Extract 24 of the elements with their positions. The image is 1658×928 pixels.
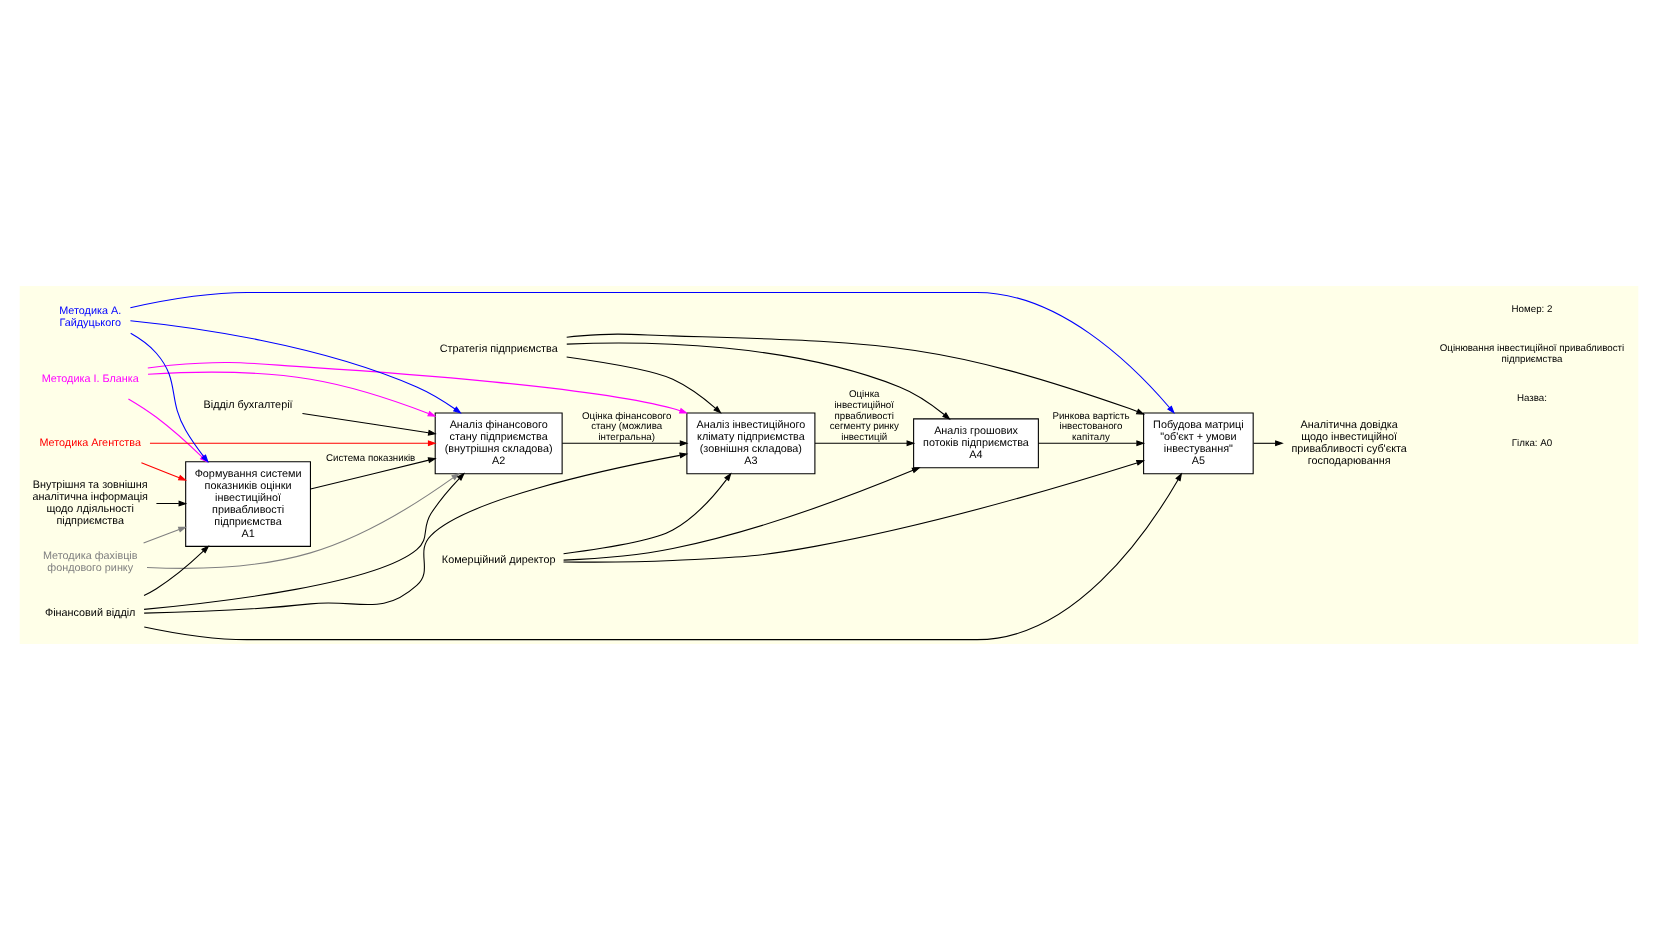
arrow <box>147 360 689 413</box>
arrow <box>149 439 437 446</box>
arrow <box>129 290 1175 414</box>
arrow <box>146 471 460 568</box>
arrow <box>155 499 188 506</box>
arrow <box>143 471 1183 640</box>
arrow <box>1253 439 1284 446</box>
arrow <box>1037 439 1146 446</box>
arrow <box>566 341 951 419</box>
arrow <box>147 370 437 416</box>
arrow <box>140 461 188 480</box>
arrow <box>566 355 722 413</box>
arrow <box>310 456 437 489</box>
arrow <box>563 466 921 560</box>
arrow <box>566 332 1145 414</box>
arrow <box>129 319 462 413</box>
arrow <box>143 471 465 609</box>
arrow <box>814 439 916 446</box>
arrow <box>143 525 187 543</box>
arrow <box>563 471 732 554</box>
arrow <box>143 544 210 595</box>
arrow <box>562 459 1146 562</box>
arrow <box>561 439 689 446</box>
arrow <box>301 411 437 435</box>
